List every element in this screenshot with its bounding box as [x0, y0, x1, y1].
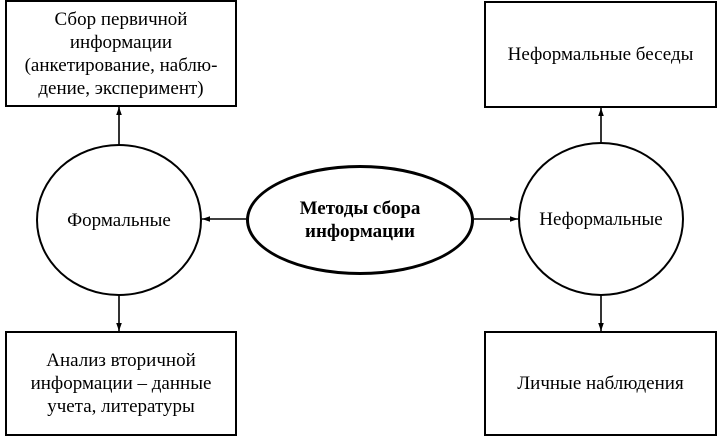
box-primary-info-label: Сбор первичной информации (анкетирование… — [24, 8, 218, 99]
box-primary-info: Сбор первичной информации (анкетирование… — [5, 0, 237, 107]
box-secondary-info-label: Анализ вторичной информации – данные уче… — [30, 350, 212, 417]
box-secondary-info: Анализ вторичной информации – данные уче… — [5, 331, 237, 436]
box-personal-observations: Личные наблюдения — [484, 331, 717, 436]
circle-formal: Формальные — [36, 144, 202, 296]
circle-formal-label: Формальные — [67, 209, 171, 231]
box-informal-talks: Неформальные беседы — [484, 1, 717, 108]
box-informal-talks-label: Неформальные беседы — [507, 44, 694, 65]
circle-informal: Неформальные — [518, 142, 684, 296]
circle-informal-label: Неформальные — [539, 208, 663, 230]
box-personal-observations-label: Личные наблюдения — [517, 373, 684, 394]
center-ellipse: Методы сбора информации — [246, 165, 474, 275]
center-ellipse-label: Методы сбора информации — [299, 198, 421, 242]
